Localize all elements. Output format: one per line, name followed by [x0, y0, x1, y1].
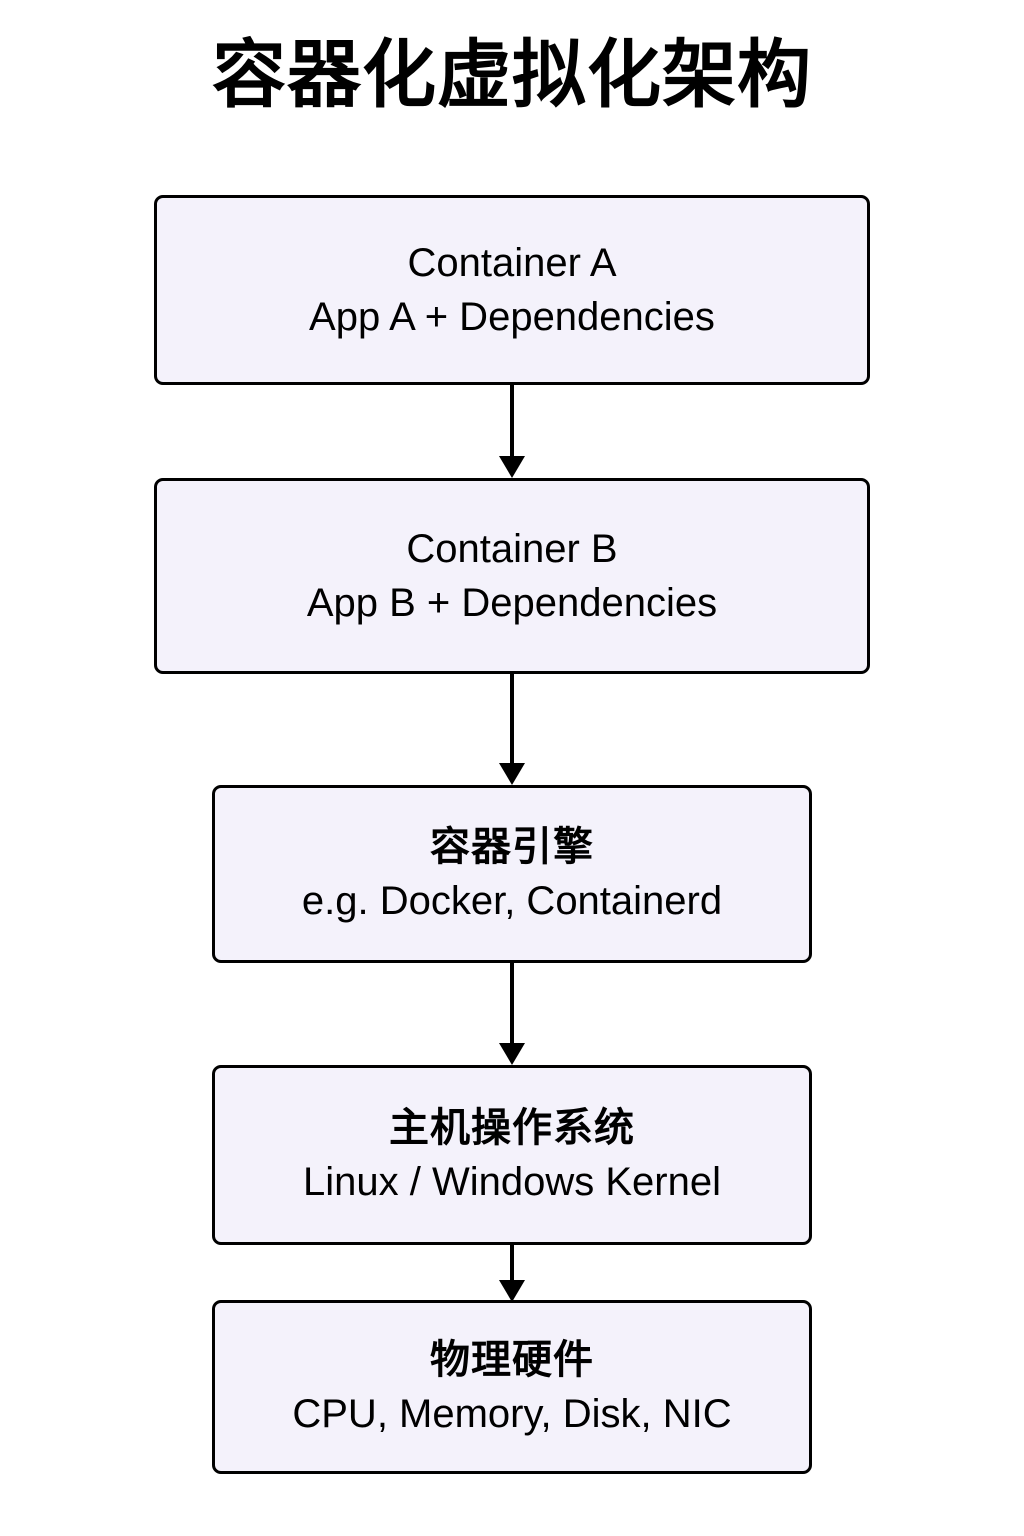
arrow-shaft: [510, 963, 514, 1043]
arrow-head-icon: [499, 1280, 525, 1302]
node-physical-hardware-title: 物理硬件: [430, 1338, 594, 1382]
arrow-shaft: [510, 1245, 514, 1280]
node-physical-hardware[interactable]: 物理硬件 CPU, Memory, Disk, NIC: [212, 1300, 812, 1474]
arrow-container-b-to-container-engine: [499, 674, 525, 785]
arrow-head-icon: [499, 1043, 525, 1065]
arrow-head-icon: [499, 763, 525, 785]
arrow-container-a-to-container-b: [499, 385, 525, 478]
node-host-os[interactable]: 主机操作系统 Linux / Windows Kernel: [212, 1065, 812, 1245]
node-container-engine[interactable]: 容器引擎 e.g. Docker, Containerd: [212, 785, 812, 963]
node-host-os-subtitle: Linux / Windows Kernel: [303, 1160, 721, 1204]
node-container-engine-subtitle: e.g. Docker, Containerd: [301, 879, 723, 923]
arrow-host-os-to-physical-hardware: [499, 1245, 525, 1302]
node-container-a[interactable]: Container A App A + Dependencies: [154, 195, 870, 385]
arrow-head-icon: [499, 456, 525, 478]
arrow-shaft: [510, 674, 514, 763]
node-container-a-title: Container A: [407, 241, 617, 285]
node-container-b[interactable]: Container B App B + Dependencies: [154, 478, 870, 674]
arrow-container-engine-to-host-os: [499, 963, 525, 1065]
node-container-b-subtitle: App B + Dependencies: [306, 581, 718, 625]
arrow-shaft: [510, 385, 514, 456]
node-host-os-title: 主机操作系统: [389, 1106, 635, 1150]
node-container-b-title: Container B: [406, 527, 618, 571]
node-physical-hardware-subtitle: CPU, Memory, Disk, NIC: [292, 1392, 732, 1436]
diagram-title: 容器化虚拟化架构: [212, 33, 812, 116]
node-container-engine-title: 容器引擎: [430, 825, 594, 869]
node-container-a-subtitle: App A + Dependencies: [309, 295, 715, 339]
